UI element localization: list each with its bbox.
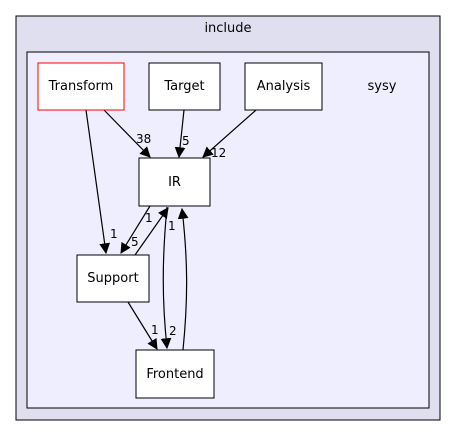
node-transform-label: Transform (48, 79, 114, 94)
node-analysis-label: Analysis (257, 79, 311, 94)
edge-support-frontend (127, 301, 158, 350)
node-frontend-label: Frontend (146, 367, 203, 382)
edge-transform-support (85, 109, 111, 255)
edge-label-analysis-ir: 12 (211, 146, 226, 160)
node-frontend[interactable]: Frontend (135, 349, 215, 399)
edge-analysis-ir (202, 109, 257, 158)
node-target[interactable]: Target (148, 62, 221, 111)
node-ir-label: IR (168, 175, 181, 190)
edge-transform-ir (103, 109, 151, 158)
node-target-label: Target (163, 79, 204, 94)
node-support[interactable]: Support (76, 254, 150, 303)
edge-target-ir (174, 109, 186, 159)
outer-cluster-label: include (204, 21, 251, 36)
edge-support-ir (134, 207, 169, 256)
edge-ir-support (120, 205, 151, 254)
node-transform[interactable]: Transform (37, 62, 125, 111)
edge-label-support-frontend: 1 (151, 323, 159, 337)
edge-label-frontend-ir: 1 (168, 219, 176, 233)
edge-ir-frontend (160, 206, 172, 350)
edge-label-target-ir: 5 (182, 134, 190, 148)
edge-label-transform-support: 1 (110, 227, 118, 241)
node-analysis[interactable]: Analysis (244, 62, 323, 111)
edge-label-ir-support: 5 (131, 235, 139, 249)
edge-label-support-ir: 1 (145, 211, 153, 225)
node-ir[interactable]: IR (138, 157, 211, 207)
node-support-label: Support (87, 271, 138, 286)
inner-cluster (26, 51, 430, 409)
edge-label-transform-ir: 38 (136, 132, 151, 146)
edge-frontend-ir (177, 207, 189, 351)
inner-cluster-label: sysy (368, 79, 397, 94)
edge-label-ir-frontend: 2 (169, 324, 177, 338)
